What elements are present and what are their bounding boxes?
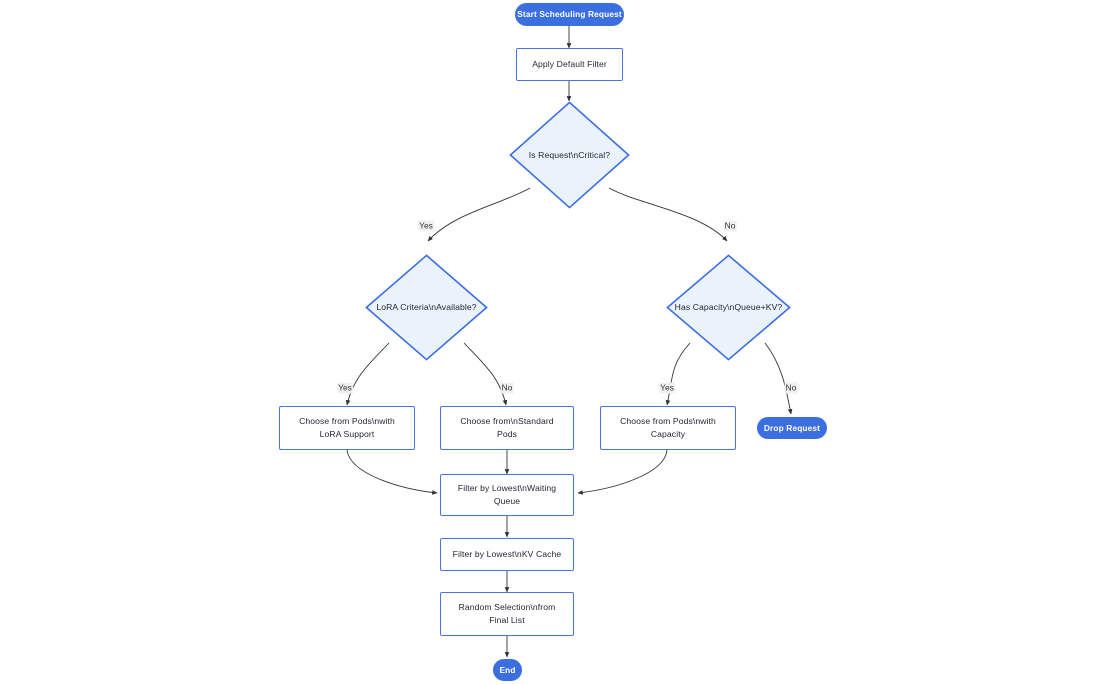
edge-label-lora-yes: Yes — [337, 382, 353, 394]
node-apply-default-filter[interactable]: Apply Default Filter — [516, 48, 623, 81]
edge-label-critical-yes: Yes — [418, 220, 434, 232]
node-has-capacity[interactable]: Has Capacity\nQueue+KV? — [666, 254, 791, 361]
node-choose-pods-capacity[interactable]: Choose from Pods\nwith Capacity — [600, 406, 736, 450]
node-label-has-capacity: Has Capacity\nQueue+KV? — [674, 302, 783, 312]
edge-label-capacity-no: No — [784, 382, 798, 394]
decision-diamond-shape — [365, 254, 488, 361]
edge-label-lora-no: No — [500, 382, 514, 394]
node-random-selection-final-list[interactable]: Random Selection\nfrom Final List — [440, 592, 574, 636]
node-drop-request[interactable]: Drop Request — [757, 417, 827, 439]
node-label-is-request-critical: Is Request\nCritical? — [528, 149, 611, 160]
node-filter-lowest-kv-cache[interactable]: Filter by Lowest\nKV Cache — [440, 538, 574, 571]
node-lora-criteria-available[interactable]: LoRA Criteria\nAvailable? — [365, 254, 488, 361]
node-choose-pods-lora-support[interactable]: Choose from Pods\nwith LoRA Support — [279, 406, 415, 450]
edge-label-critical-no: No — [723, 220, 737, 232]
edge-label-capacity-yes: Yes — [659, 382, 675, 394]
node-filter-lowest-waiting-queue[interactable]: Filter by Lowest\nWaiting Queue — [440, 474, 574, 516]
decision-diamond-shape — [666, 254, 791, 361]
node-is-request-critical[interactable]: Is Request\nCritical? — [509, 101, 630, 209]
node-end[interactable]: End — [493, 659, 522, 681]
node-choose-standard-pods[interactable]: Choose from\nStandard Pods — [440, 406, 574, 450]
edge-cappods-to-waitqueue — [577, 449, 668, 495]
decision-diamond-shape — [509, 101, 630, 209]
node-label-lora-criteria-available: LoRA Criteria\nAvailable? — [376, 302, 477, 312]
edge-lorapods-to-waitqueue — [346, 449, 438, 495]
node-start[interactable]: Start Scheduling Request — [515, 3, 624, 26]
